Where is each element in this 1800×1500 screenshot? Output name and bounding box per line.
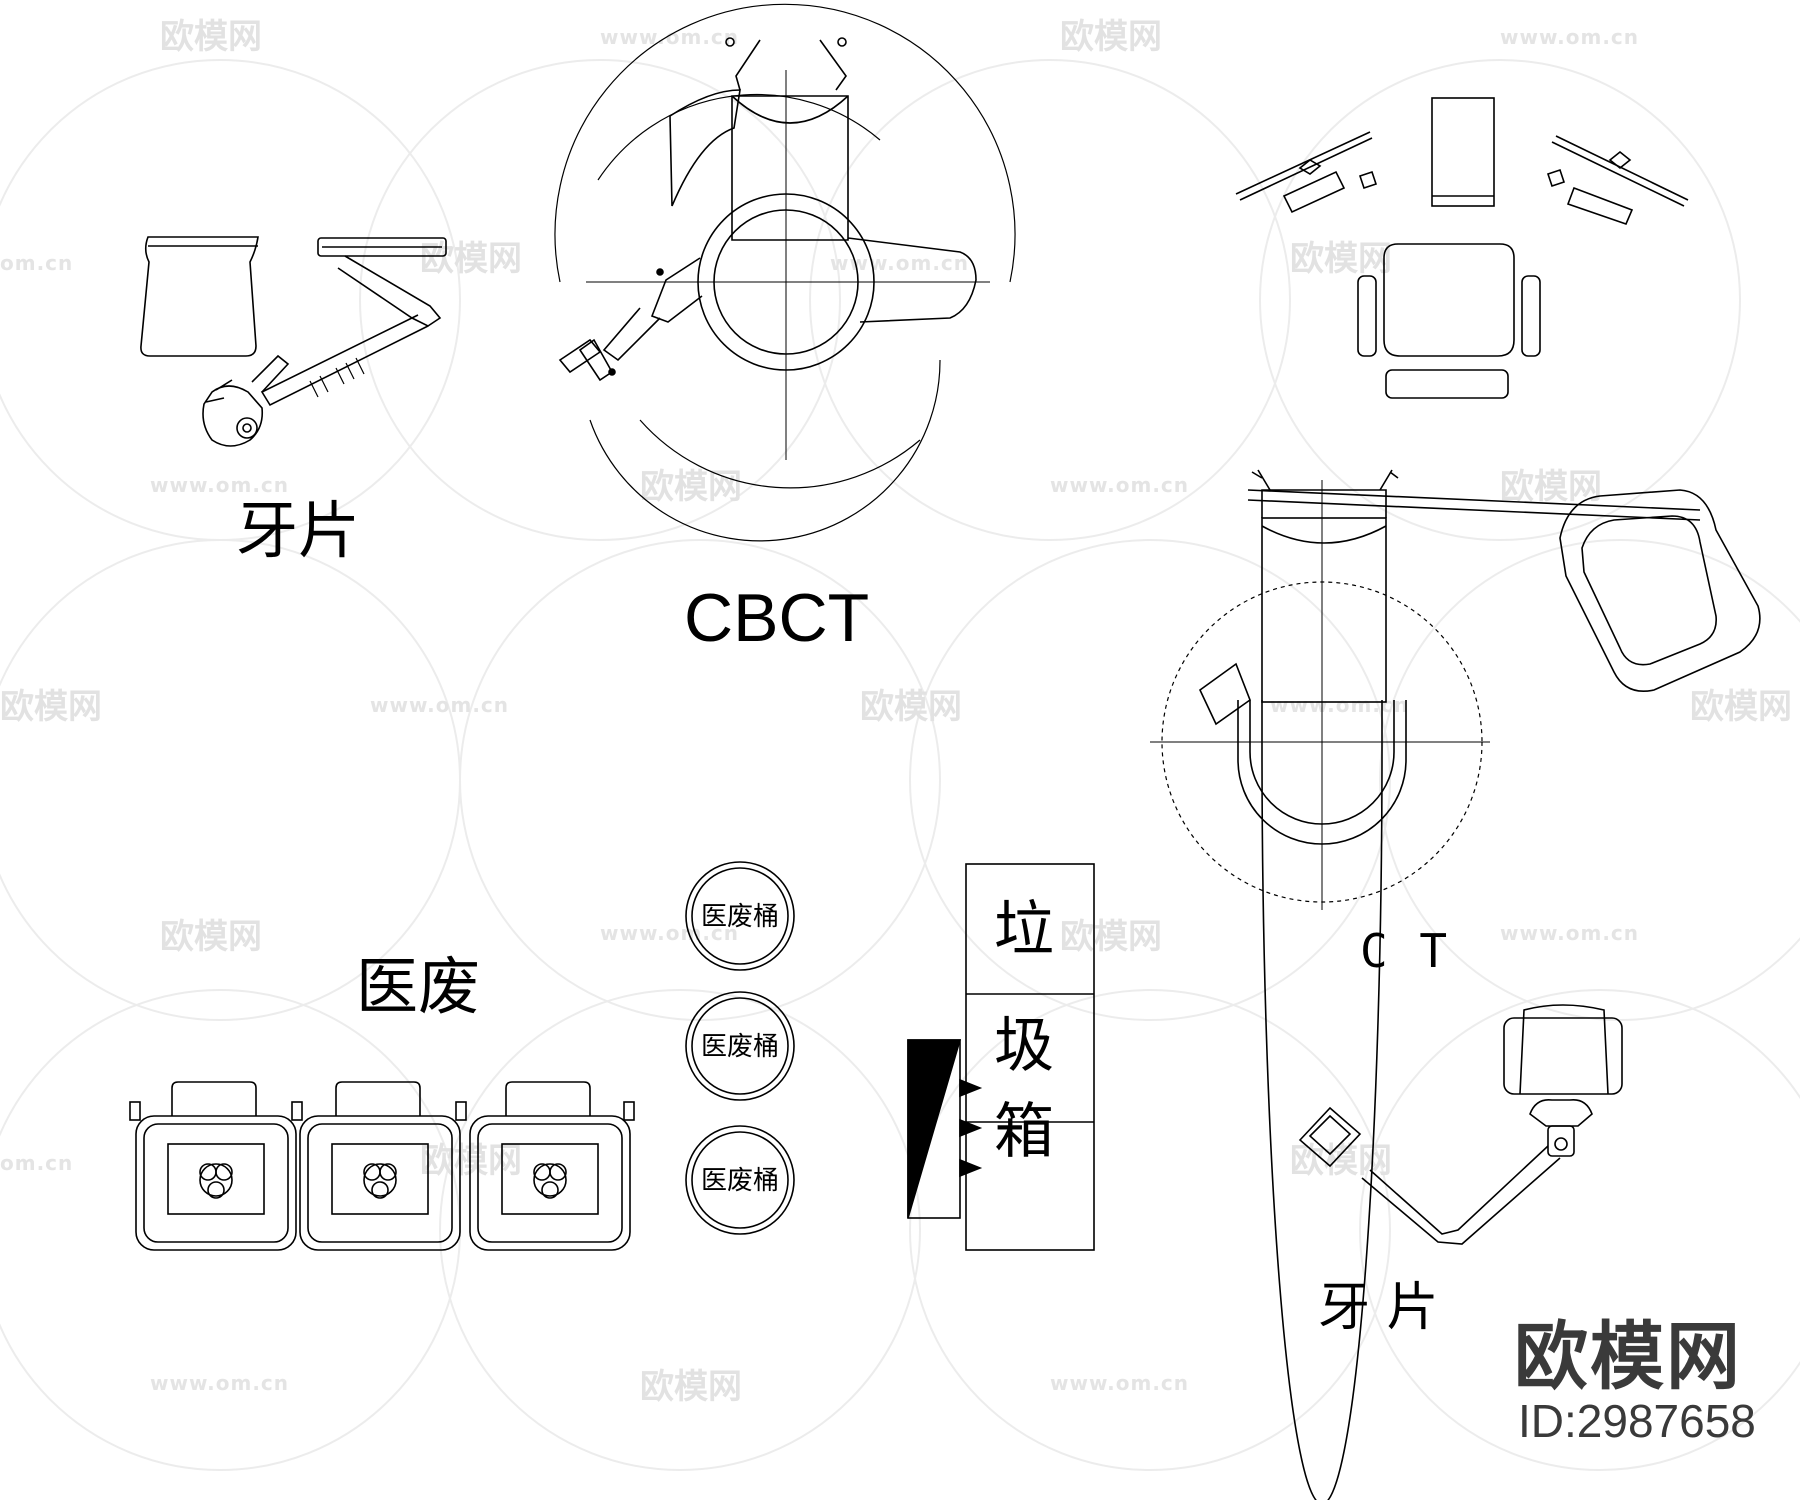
cbct-arm (847, 237, 977, 323)
label-medical-waste: 医废 (356, 950, 481, 1023)
ct-machine (1150, 469, 1761, 1500)
trash-box-char-1: 垃 (994, 895, 1054, 965)
label-cbct: CBCT (684, 580, 870, 656)
label-dental-xray-right: 牙 片 (1318, 1278, 1439, 1338)
wm-url-9: www.om.cn (1500, 921, 1639, 945)
watermark-arcs (0, 59, 1800, 1471)
wm-url-2: www.om.cn (1500, 25, 1639, 49)
wm-url-10: www.om.cn (150, 1371, 289, 1395)
dental-xray-unit-left (140, 236, 447, 447)
round-bin-3-label: 医废桶 (701, 1166, 779, 1196)
dental-chair-top-right (1235, 97, 1689, 399)
wm-brand-4: 欧模网 (420, 239, 522, 279)
wm-url-12: om.cn (0, 251, 73, 275)
wm-url-5: www.om.cn (1050, 473, 1189, 497)
wm-url-4: www.om.cn (150, 473, 289, 497)
dental-xray-arm-upper (337, 255, 442, 327)
cbct-seat-back (731, 95, 849, 241)
round-bin-1 (685, 861, 795, 971)
wm-brand-5: 欧模网 (640, 467, 742, 507)
ct-monitor (1559, 489, 1761, 692)
round-waste-bins (685, 861, 795, 1235)
wm-brand-11: 欧模网 (1060, 917, 1162, 957)
wm-brand-10: 欧模网 (160, 917, 262, 957)
cbct-machine (554, 3, 1016, 542)
cbct-outer-arc (554, 3, 1016, 283)
wm-brand-9: 欧模网 (1690, 687, 1792, 727)
chair-seat (1383, 243, 1515, 357)
label-ct: C T (1360, 924, 1450, 978)
wm-brand-6: 欧模网 (1500, 467, 1602, 507)
wm-url-7: www.om.cn (1270, 693, 1409, 717)
trash-box (907, 863, 1095, 1251)
label-dental-xray-left: 牙片 (236, 494, 361, 567)
dental-xray-unit-right (1298, 1004, 1623, 1245)
wm-url-6: www.om.cn (370, 693, 509, 717)
watermark-brand: 欧模网 (1514, 1314, 1742, 1400)
wm-url-13: om.cn (0, 1151, 73, 1175)
wm-brand-12: 欧模网 (420, 1141, 522, 1181)
wm-brand-2: 欧模网 (1060, 17, 1162, 57)
dental-xray-tube-head (202, 385, 264, 447)
wm-brand-14: 欧模网 (640, 1367, 742, 1407)
dental-xray-right-stool (1503, 1017, 1623, 1095)
dental-xray-stool (140, 236, 259, 357)
wm-brand-3: 欧模网 (1290, 239, 1392, 279)
ct-table (1261, 517, 1387, 703)
waste-bin-1 (129, 1081, 303, 1251)
chair-cabinet (1431, 97, 1495, 207)
medical-waste-bins (129, 1081, 635, 1251)
round-bin-2 (685, 991, 795, 1101)
wm-url-3: www.om.cn (830, 251, 969, 275)
round-bin-3 (685, 1125, 795, 1235)
round-bin-1-label: 医废桶 (701, 902, 779, 932)
waste-bin-3 (469, 1081, 635, 1251)
round-bin-2-label: 医废桶 (701, 1032, 779, 1062)
trash-box-char-3: 箱 (994, 1097, 1054, 1167)
wm-url-11: www.om.cn (1050, 1371, 1189, 1395)
watermark-marks: 欧模网 欧模网 欧模网 欧模网 欧模网 欧模网 欧模网 欧模网 欧模网 欧模网 … (0, 17, 1792, 1407)
wm-url-1: www.om.cn (600, 25, 739, 49)
wm-brand-8: 欧模网 (860, 687, 962, 727)
ct-bore (1249, 700, 1395, 825)
waste-bin-2 (299, 1081, 467, 1251)
wm-brand-1: 欧模网 (160, 17, 262, 57)
trash-box-char-2: 圾 (994, 1011, 1054, 1081)
dental-xray-arm-lower (260, 314, 429, 407)
wm-brand-7: 欧模网 (0, 687, 102, 727)
wm-url-8: www.om.cn (600, 921, 739, 945)
dental-xray-wall-mount (317, 237, 447, 257)
watermark-id: ID:2987658 (1518, 1395, 1756, 1447)
